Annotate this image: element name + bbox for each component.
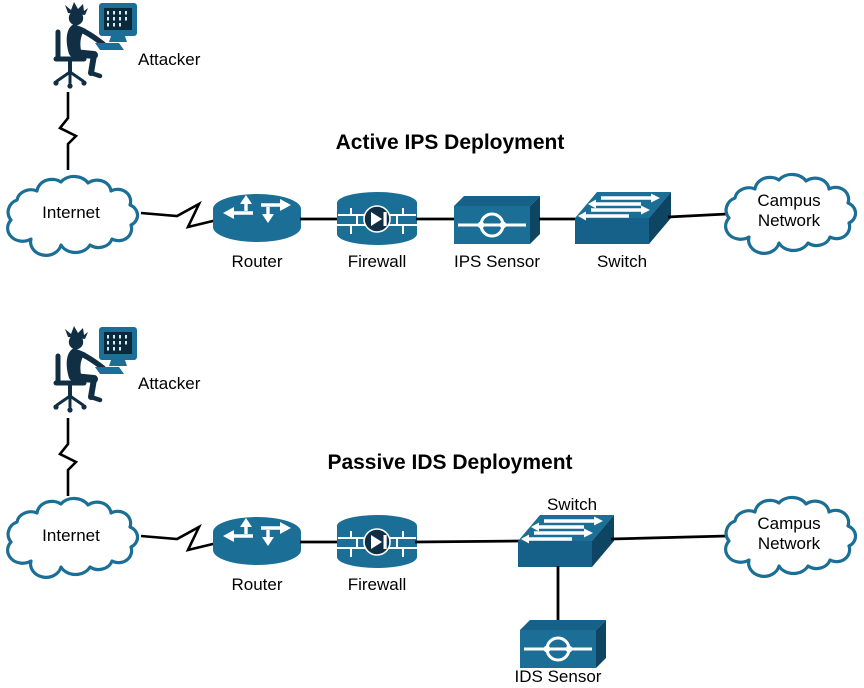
attacker-icon [53,2,137,89]
attack-link-bolt [139,202,219,229]
firewall-icon [336,514,418,569]
link-line [667,212,728,219]
router-icon [211,192,303,244]
switch-label: Switch [546,495,598,514]
attacker-label: Attacker [138,50,201,69]
section-title-passive-ids: Passive IDS Deployment [327,451,573,474]
section-title-active-ips: Active IPS Deployment [335,131,565,154]
ids-sensor-label: IDS Sensor [514,667,602,686]
switch-icon [573,190,673,246]
campus-network-label: Campus Network [757,191,821,230]
link-line [414,539,520,544]
attack-link-bolt [139,525,219,552]
ids-sensor-icon [518,618,608,670]
ips-sensor-icon [452,194,542,246]
switch-label: Switch [596,252,648,271]
switch-icon [516,513,616,569]
ips-sensor-label: IPS Sensor [454,252,540,271]
router-label: Router [231,252,283,271]
router-icon [211,515,303,567]
router-label: Router [231,575,283,594]
attack-link-bolt [58,90,78,172]
firewall-label: Firewall [347,575,407,594]
internet-label: Internet [42,526,100,545]
firewall-icon [336,191,418,246]
campus-network-label: Campus Network [757,514,821,553]
attacker-label: Attacker [138,374,201,393]
attacker-icon [53,326,137,413]
internet-label: Internet [42,203,100,222]
firewall-label: Firewall [347,252,407,271]
link-line [610,534,728,541]
attack-link-bolt [58,416,78,498]
